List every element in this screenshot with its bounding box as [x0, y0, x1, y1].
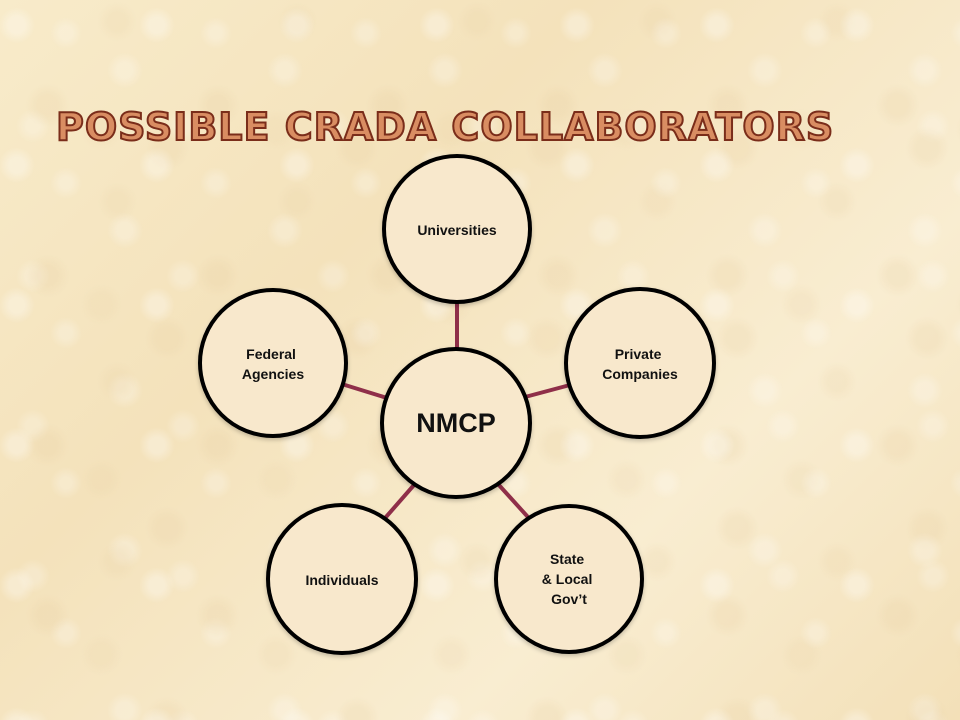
private-companies-label-line-1: Private	[615, 346, 662, 362]
connector-federal-agencies	[343, 383, 389, 400]
connector-individuals	[384, 483, 416, 519]
node-individuals: Individuals	[266, 503, 418, 655]
slide-title: POSSIBLE CRADA COLLABORATORS	[55, 104, 835, 150]
node-private-companies: Private Companies	[564, 287, 716, 439]
node-state-local-govt: State & Local Gov’t	[494, 504, 644, 654]
private-companies-label-line-2: Companies	[602, 366, 678, 382]
individuals-circle	[266, 503, 418, 655]
federal-agencies-label-line-2: Agencies	[242, 366, 304, 382]
private-companies-label: Private Companies	[602, 346, 678, 382]
connector-lines	[343, 301, 572, 519]
federal-agencies-label-line-1: Federal	[246, 346, 296, 362]
connector-state-local-govt	[496, 482, 529, 518]
private-companies-circle	[564, 287, 716, 439]
state-local-govt-label-line-1: State	[550, 551, 584, 567]
state-local-govt-label-line-3: Gov’t	[551, 591, 587, 607]
state-local-govt-circle	[494, 504, 644, 654]
nmcp-label: NMCP	[416, 408, 496, 438]
nmcp-circle	[380, 347, 532, 499]
node-universities: Universities	[382, 154, 532, 304]
state-local-govt-label: State & Local Gov’t	[542, 551, 596, 607]
universities-label-line-1: Universities	[417, 222, 497, 238]
federal-agencies-circle	[198, 288, 348, 438]
node-federal-agencies: Federal Agencies	[198, 288, 348, 438]
universities-circle	[382, 154, 532, 304]
federal-agencies-label: Federal Agencies	[242, 346, 304, 382]
individuals-label: Individuals	[305, 572, 378, 588]
node-nmcp: NMCP	[380, 347, 532, 499]
connector-private-companies	[523, 383, 572, 399]
individuals-label-line-1: Individuals	[305, 572, 378, 588]
universities-label: Universities	[417, 222, 497, 238]
state-local-govt-label-line-2: & Local	[542, 571, 593, 587]
